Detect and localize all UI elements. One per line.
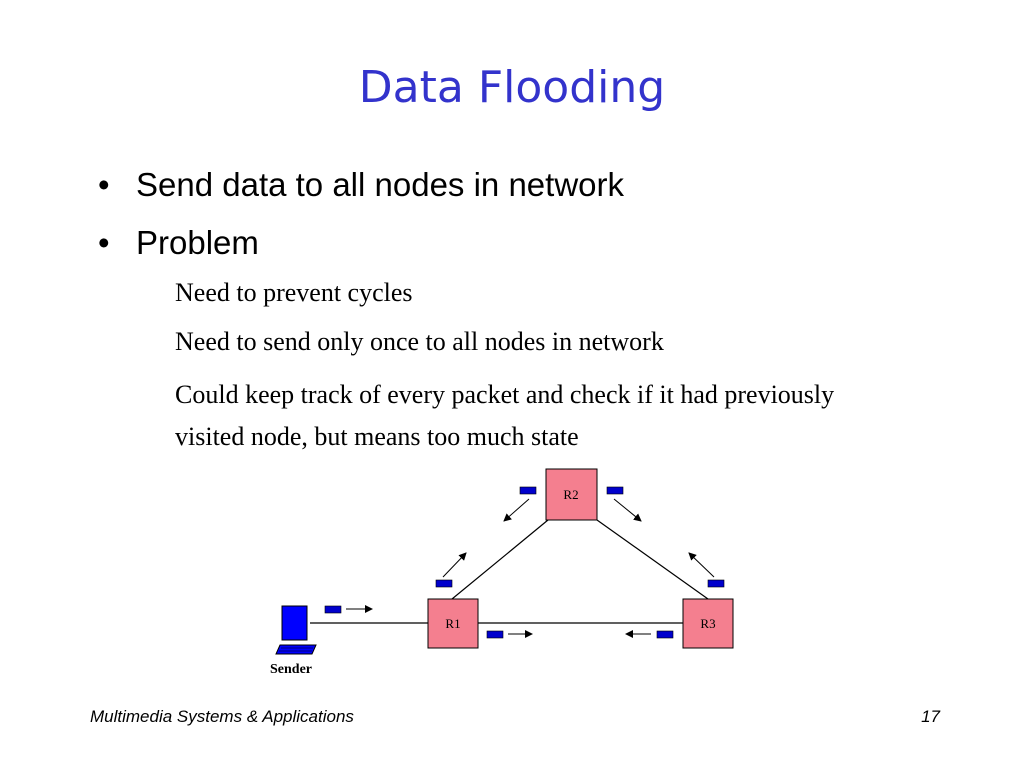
arrow-icon	[613, 498, 642, 522]
bullet-list: • Send data to all nodes in network • Pr…	[98, 162, 624, 278]
bullet-text: Problem	[136, 224, 259, 261]
bullet-item: • Problem	[98, 220, 624, 278]
router-r3: R3	[682, 598, 734, 649]
router-r1-label: R1	[445, 616, 460, 631]
router-r1-box	[427, 598, 479, 649]
router-r2-label: R2	[563, 487, 578, 502]
sub-bullet: Need to prevent cycles	[175, 278, 413, 307]
packet-icon	[519, 486, 537, 495]
bullet-text: Send data to all nodes in network	[136, 166, 624, 203]
sub-bullet: Could keep track of every packet and che…	[175, 380, 835, 451]
router-r3-box	[682, 598, 734, 649]
bullet-dot: •	[98, 166, 110, 203]
slide-title: Data Flooding	[358, 62, 666, 113]
sender-label: Sender	[270, 662, 312, 677]
link-r1-r2	[451, 519, 549, 600]
router-r2-box	[545, 468, 598, 521]
computer-keyboard	[275, 644, 317, 655]
packet-icon	[656, 630, 674, 639]
router-r2: R2	[545, 468, 598, 521]
footer-course-title: Multimedia Systems & Applications	[90, 707, 354, 726]
bullet-item: • Send data to all nodes in network	[98, 162, 624, 220]
computer-monitor	[281, 605, 308, 641]
packet-icon	[324, 605, 342, 614]
arrow-icon	[442, 552, 467, 578]
arrow-icon	[688, 552, 715, 578]
packet-icon	[435, 579, 453, 588]
router-r1: R1	[427, 598, 479, 649]
arrow-icon	[503, 498, 530, 522]
packet-icon	[606, 486, 624, 495]
link-r2-r3	[596, 519, 709, 600]
footer-page-number: 17	[921, 707, 940, 726]
packet-icon	[707, 579, 725, 588]
bullet-dot: •	[98, 224, 110, 261]
router-r3-label: R3	[700, 616, 715, 631]
sub-bullet: Need to send only once to all nodes in n…	[175, 327, 664, 356]
sender-computer-icon	[275, 605, 317, 655]
packet-icon	[486, 630, 504, 639]
